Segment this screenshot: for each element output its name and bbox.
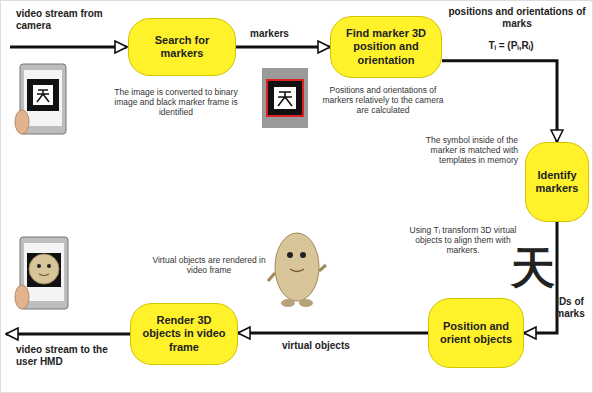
- process-box: Position and orient objects: [428, 298, 524, 368]
- box-text: Identify markers: [534, 169, 580, 195]
- step-description: Positions and orientations of markers re…: [316, 86, 450, 115]
- marker-glyph: [37, 90, 49, 102]
- marker-border: [267, 80, 303, 116]
- tablet-screen: [24, 70, 62, 126]
- arrow-label: IDs of marks: [548, 296, 592, 319]
- transform-formula: Tᵢ = (Pᵢ,Rᵢ): [466, 40, 556, 52]
- character-eye: [47, 264, 51, 268]
- marker-border: [27, 79, 59, 111]
- step-description: Using Tᵢ transform 3D virtual objects to…: [402, 226, 524, 255]
- marker-symbol: 天: [508, 246, 558, 290]
- marker-border: [27, 253, 61, 287]
- detected-marker: [262, 68, 308, 128]
- character-foot: [299, 299, 313, 307]
- character-arms: [268, 265, 326, 281]
- arrow-label: virtual objects: [282, 340, 372, 352]
- input-arrow: [10, 46, 127, 49]
- virtual-character: [268, 233, 326, 307]
- box-text: Search for markers: [137, 34, 227, 60]
- character-eye: [287, 252, 293, 258]
- tablet-screen: [24, 243, 64, 301]
- box-text: Render 3D objects in video frame: [139, 314, 229, 354]
- marker-inner: [274, 87, 296, 109]
- box-text: Position and orient objects: [437, 320, 515, 346]
- marker-glyph: [278, 92, 292, 106]
- step-description: Virtual objects are rendered in video fr…: [148, 256, 270, 276]
- camera-marker-photo: [15, 64, 66, 134]
- character-foot: [281, 299, 295, 307]
- character-body: [275, 233, 319, 301]
- process-box: Identify markers: [525, 142, 589, 222]
- character-eye: [37, 264, 41, 268]
- input-stream-label: video stream from camera: [16, 8, 116, 31]
- flow-arrow: [238, 332, 428, 335]
- step-description: The symbol inside of the marker is match…: [398, 136, 518, 165]
- process-box: Render 3D objects in video frame: [130, 303, 238, 365]
- hand: [15, 110, 29, 134]
- hand: [15, 285, 29, 309]
- arrow-label: markers: [250, 28, 320, 40]
- character-mouth: [39, 274, 49, 276]
- virtual-head: [29, 254, 59, 284]
- marker-inner: [33, 85, 53, 105]
- box-text: Find marker 3D position and orientation: [339, 27, 433, 67]
- process-box: Search for markers: [128, 18, 236, 76]
- marker-photo: [262, 68, 308, 128]
- character-eye: [300, 252, 306, 258]
- output-stream-label: video stream to the user HMD: [16, 344, 124, 367]
- step-description: The image is converted to binary image a…: [108, 88, 244, 117]
- output-arrow: [6, 333, 130, 336]
- flow-arrow: [236, 46, 330, 49]
- augmented-marker-photo: [15, 237, 68, 309]
- arrow-label: positions and orientations of marks: [448, 6, 586, 29]
- process-box: Find marker 3D position and orientation: [330, 16, 442, 78]
- flow-arrow: [442, 61, 557, 142]
- character-mouth: [290, 269, 304, 272]
